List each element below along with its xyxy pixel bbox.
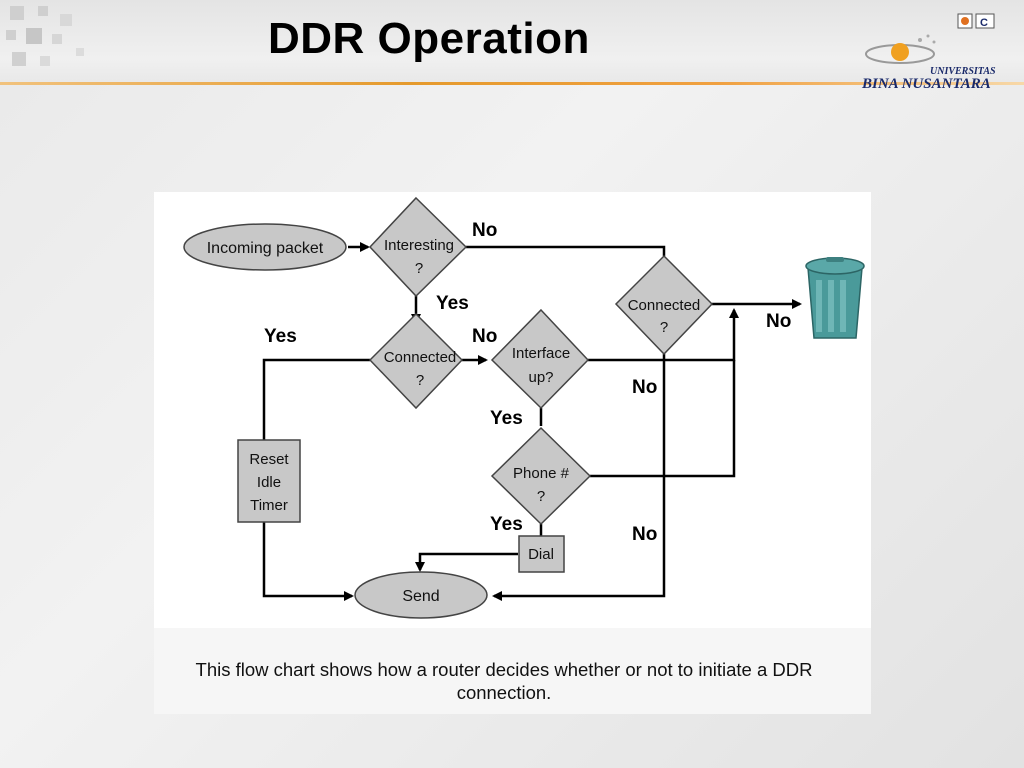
send-node	[354, 571, 488, 619]
logo-bina-nusantara: BINA NUSANTARA	[862, 76, 991, 92]
reset-label-3: Timer	[250, 497, 288, 514]
connected-1-label-2: ?	[416, 372, 424, 389]
title-bar	[0, 0, 1024, 84]
reset-label-2: Idle	[257, 474, 281, 491]
decorative-squares	[0, 0, 110, 80]
connected-2-label-1: Connected	[628, 297, 701, 314]
label-no-bottom: No	[632, 524, 657, 545]
incoming-packet-node	[183, 223, 347, 271]
caption-text: This flow chart shows how a router decid…	[195, 659, 813, 703]
label-no-trash: No	[766, 311, 791, 332]
title-underline	[0, 82, 1024, 85]
label-yes-connected: Yes	[264, 326, 297, 347]
interesting-decision	[368, 196, 468, 298]
label-yes-interesting: Yes	[436, 293, 469, 314]
dial-box	[518, 535, 565, 573]
interface-label-2: up?	[528, 369, 553, 386]
label-no-connected: No	[472, 326, 497, 347]
reset-idle-timer-box	[237, 439, 301, 523]
slide-title: DDR Operation	[268, 14, 590, 63]
dial-label: Dial	[528, 546, 554, 563]
label-no-interesting: No	[472, 220, 497, 241]
label-yes-interface: Yes	[490, 408, 523, 429]
interesting-label-2: ?	[415, 260, 423, 277]
reset-label-1: Reset	[249, 451, 289, 468]
interesting-label-1: Interesting	[384, 237, 454, 254]
trash-can-icon	[805, 257, 865, 339]
caption-box: This flow chart shows how a router decid…	[154, 628, 871, 714]
send-label: Send	[402, 588, 439, 605]
phone-label-1: Phone #	[513, 465, 570, 482]
label-yes-phone: Yes	[490, 514, 523, 535]
flowchart: Incoming packet Interesting ? Connected …	[183, 196, 865, 619]
svg-text:C: C	[980, 17, 988, 29]
connected-1-label-1: Connected	[384, 349, 457, 366]
label-no-connected-2: No	[632, 377, 657, 398]
phone-number-decision	[490, 426, 592, 526]
phone-label-2: ?	[537, 488, 545, 505]
incoming-packet-label: Incoming packet	[207, 240, 324, 257]
interface-label-1: Interface	[512, 345, 570, 362]
flowchart-panel: Incoming packet Interesting ? Connected …	[154, 192, 871, 714]
connector-lines	[262, 242, 802, 601]
logo-universitas: UNIVERSITAS	[930, 66, 996, 77]
interface-up-decision	[490, 308, 590, 410]
connected-decision-1	[368, 312, 464, 410]
connected-2-label-2: ?	[660, 319, 668, 336]
university-logo: C	[865, 13, 995, 64]
connected-decision-2	[614, 254, 714, 356]
